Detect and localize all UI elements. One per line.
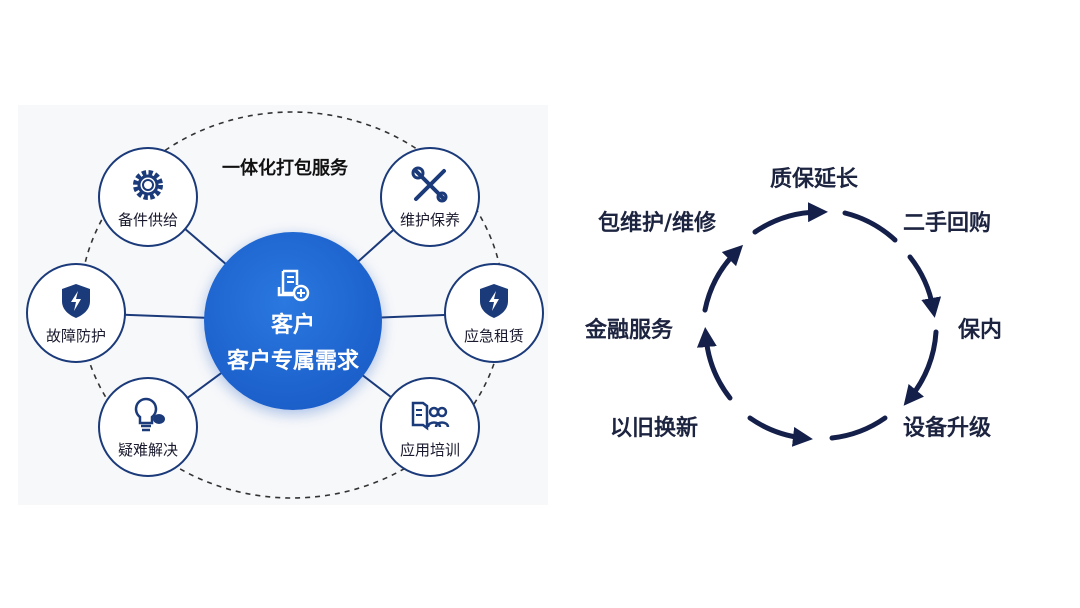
stage-buyback: 二手回购: [903, 211, 992, 236]
cycle-arc-2: [842, 210, 898, 243]
document-add-icon: [277, 269, 310, 302]
cycle-arrow-1: [752, 202, 828, 235]
book-people-icon: [411, 401, 450, 430]
center-customer-needs: 客户 客户专属需求: [204, 232, 382, 410]
stage-financial-services: 金融服务: [585, 318, 674, 343]
cycle-arc-5: [829, 415, 888, 441]
cycle-arrow-6: [747, 415, 813, 447]
node-label: 疑难解决: [117, 440, 178, 459]
node-fault-protection: 故障防护: [26, 263, 126, 363]
shield-bolt-icon: [480, 283, 508, 318]
node-spare-parts: 备件供给: [98, 147, 198, 247]
cycle-arrow-4: [903, 329, 939, 406]
node-application-training: 应用培训: [380, 377, 480, 477]
shield-bolt-icon: [62, 283, 90, 318]
cycle-arrow-3: [907, 254, 942, 318]
cycle-arrow-7: [696, 327, 733, 401]
left-diagram-title: 一体化打包服务: [222, 158, 348, 179]
stage-maintenance-repair: 包维护/维修: [598, 211, 717, 236]
stage-in-warranty: 保内: [958, 318, 1003, 343]
lightbulb-chat-icon: [134, 397, 165, 431]
stage-trade-in: 以旧换新: [610, 416, 699, 441]
node-label: 应用培训: [399, 440, 460, 459]
cycle-arrow-8: [702, 244, 744, 313]
center-line2: 客户专属需求: [226, 349, 359, 374]
center-line1: 客户: [270, 313, 315, 338]
node-label: 应急租赁: [463, 326, 524, 345]
gear-icon: [133, 169, 163, 200]
node-emergency-rental: 应急租赁: [444, 263, 544, 363]
node-maintenance: 维护保养: [380, 147, 480, 247]
node-label: 维护保养: [399, 210, 460, 229]
node-label: 故障防护: [45, 326, 106, 345]
stage-warranty-extension: 质保延长: [770, 167, 859, 192]
tools-icon: [411, 166, 448, 202]
node-troubleshooting: 疑难解决: [98, 377, 198, 477]
stage-equipment-upgrade: 设备升级: [903, 416, 992, 441]
node-label: 备件供给: [117, 210, 178, 229]
